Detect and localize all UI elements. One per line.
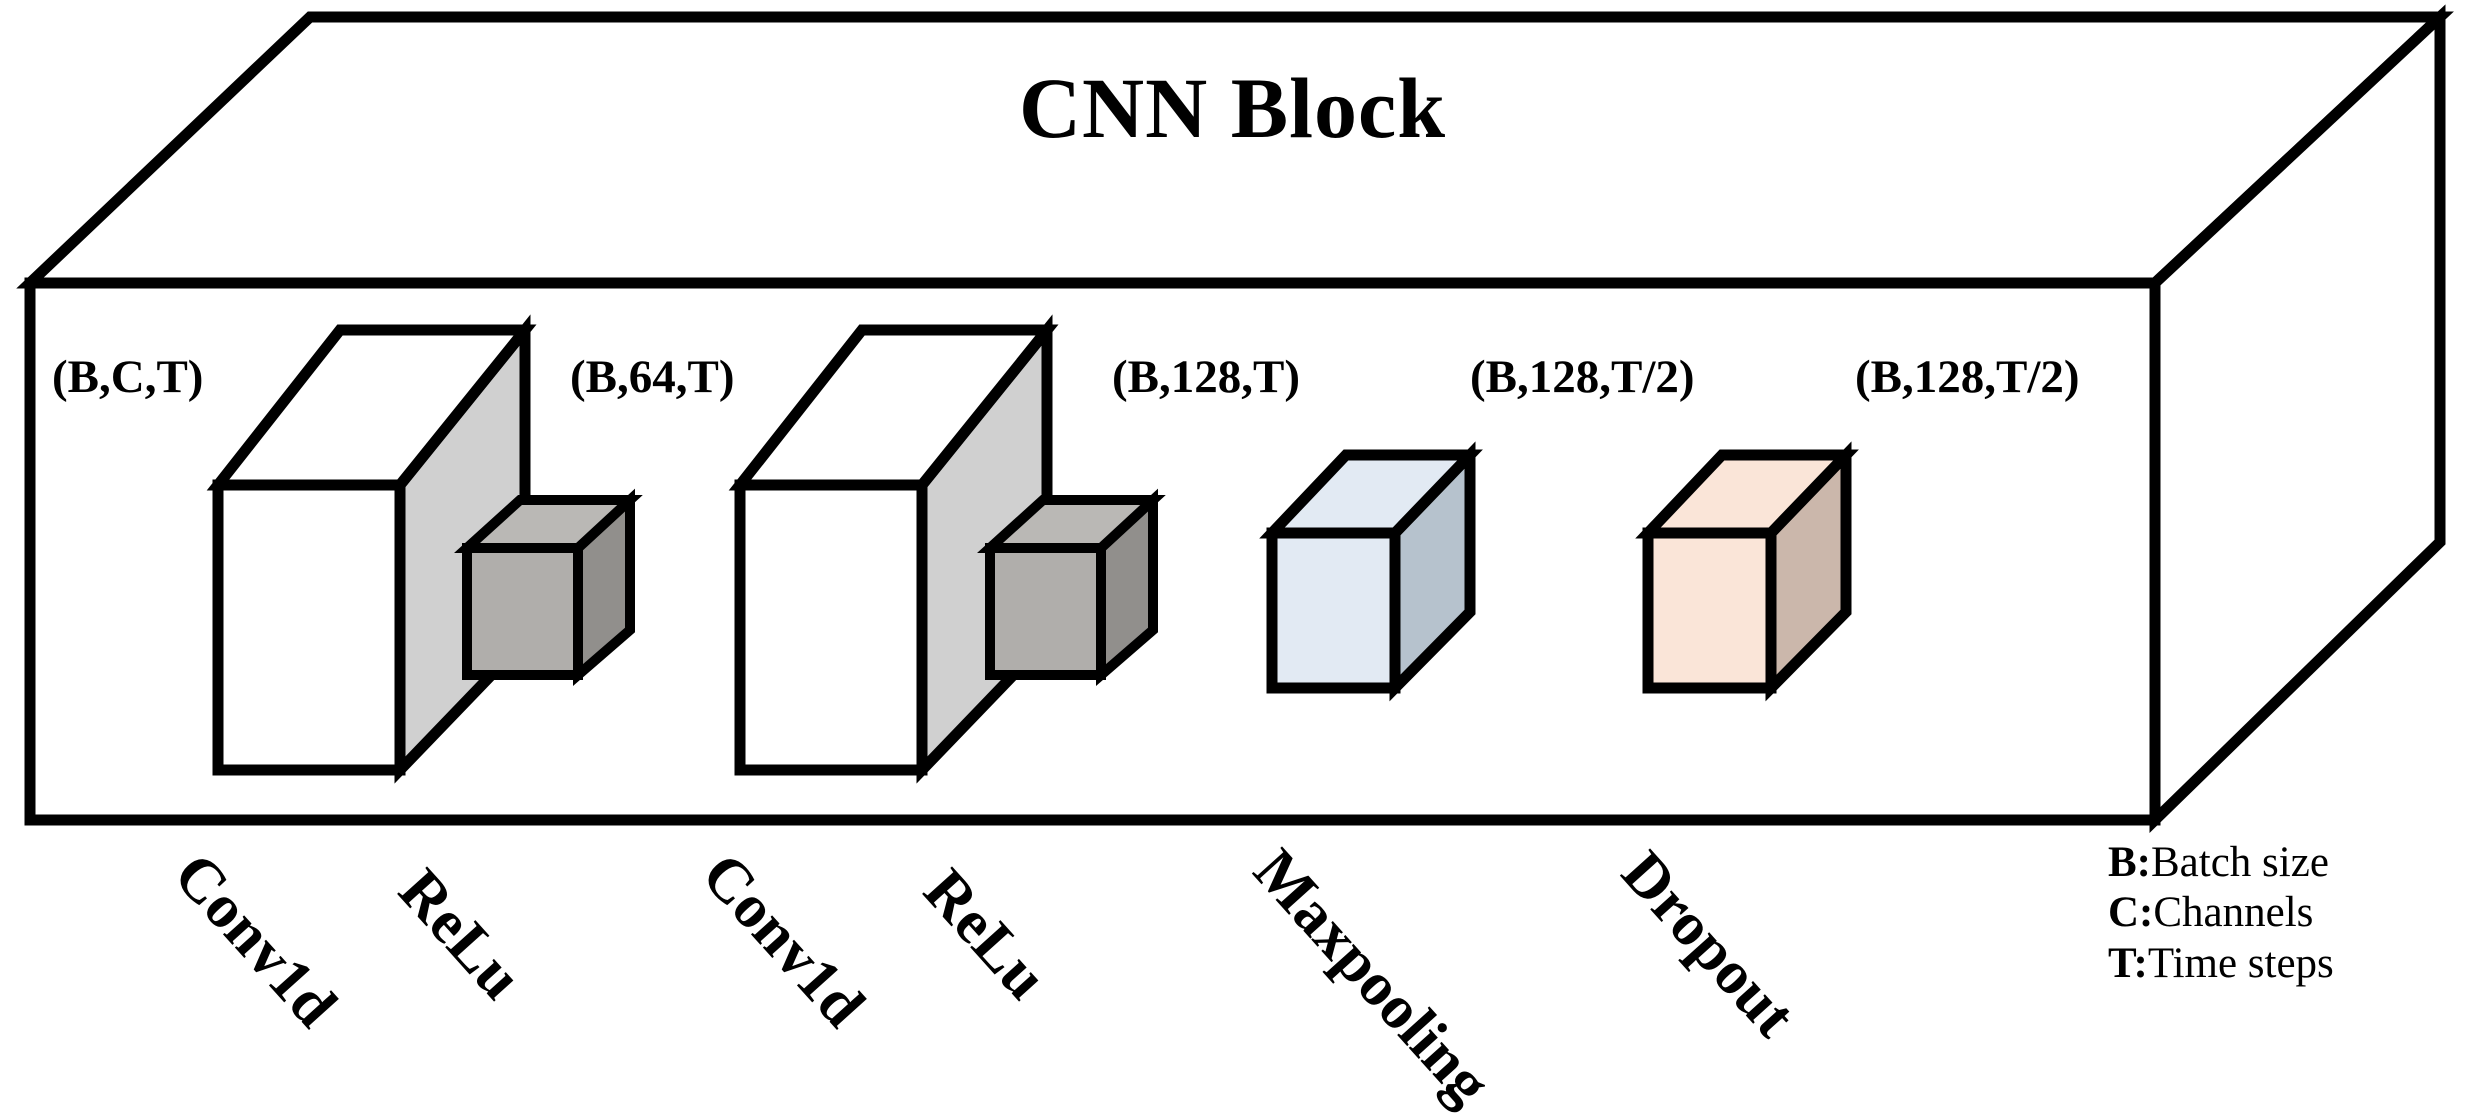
conv1d-2-front-face [734,479,928,776]
dim-label-after-dropout: (B,128,T/2) [1855,351,2080,403]
legend-row-channels: C:Channels [2108,888,2334,938]
legend-value-time-steps: Time steps [2147,939,2334,987]
relu-2-front-face [985,543,1106,680]
dim-label-input: (B,C,T) [52,351,204,403]
conv1d-1-front-face [212,479,406,776]
legend-key-b: B: [2108,839,2151,886]
dim-label-after-conv2: (B,128,T) [1112,351,1300,403]
dropout-front-face [1642,527,1777,694]
legend-value-batch-size: Batch size [2151,839,2329,886]
legend-row-time-steps: T:Time steps [2108,939,2334,989]
legend-row-batch-size: B:Batch size [2108,838,2334,888]
legend: B:Batch size C:Channels T:Time steps [2108,838,2334,989]
relu-cube-1 [454,488,643,686]
legend-value-channels: Channels [2153,889,2314,937]
relu-1-front-face [462,543,583,680]
dim-label-after-maxpool: (B,128,T/2) [1470,351,1695,403]
legend-key-c: C: [2108,889,2154,937]
legend-key-t: T: [2108,939,2148,987]
dropout-cube [1635,441,1859,702]
maxpooling-cube [1259,441,1483,702]
dim-label-after-conv1: (B,64,T) [570,351,735,403]
maxpooling-front-face [1266,527,1401,694]
block-title: CNN Block [1018,60,1447,156]
relu-cube-2 [977,488,1166,686]
